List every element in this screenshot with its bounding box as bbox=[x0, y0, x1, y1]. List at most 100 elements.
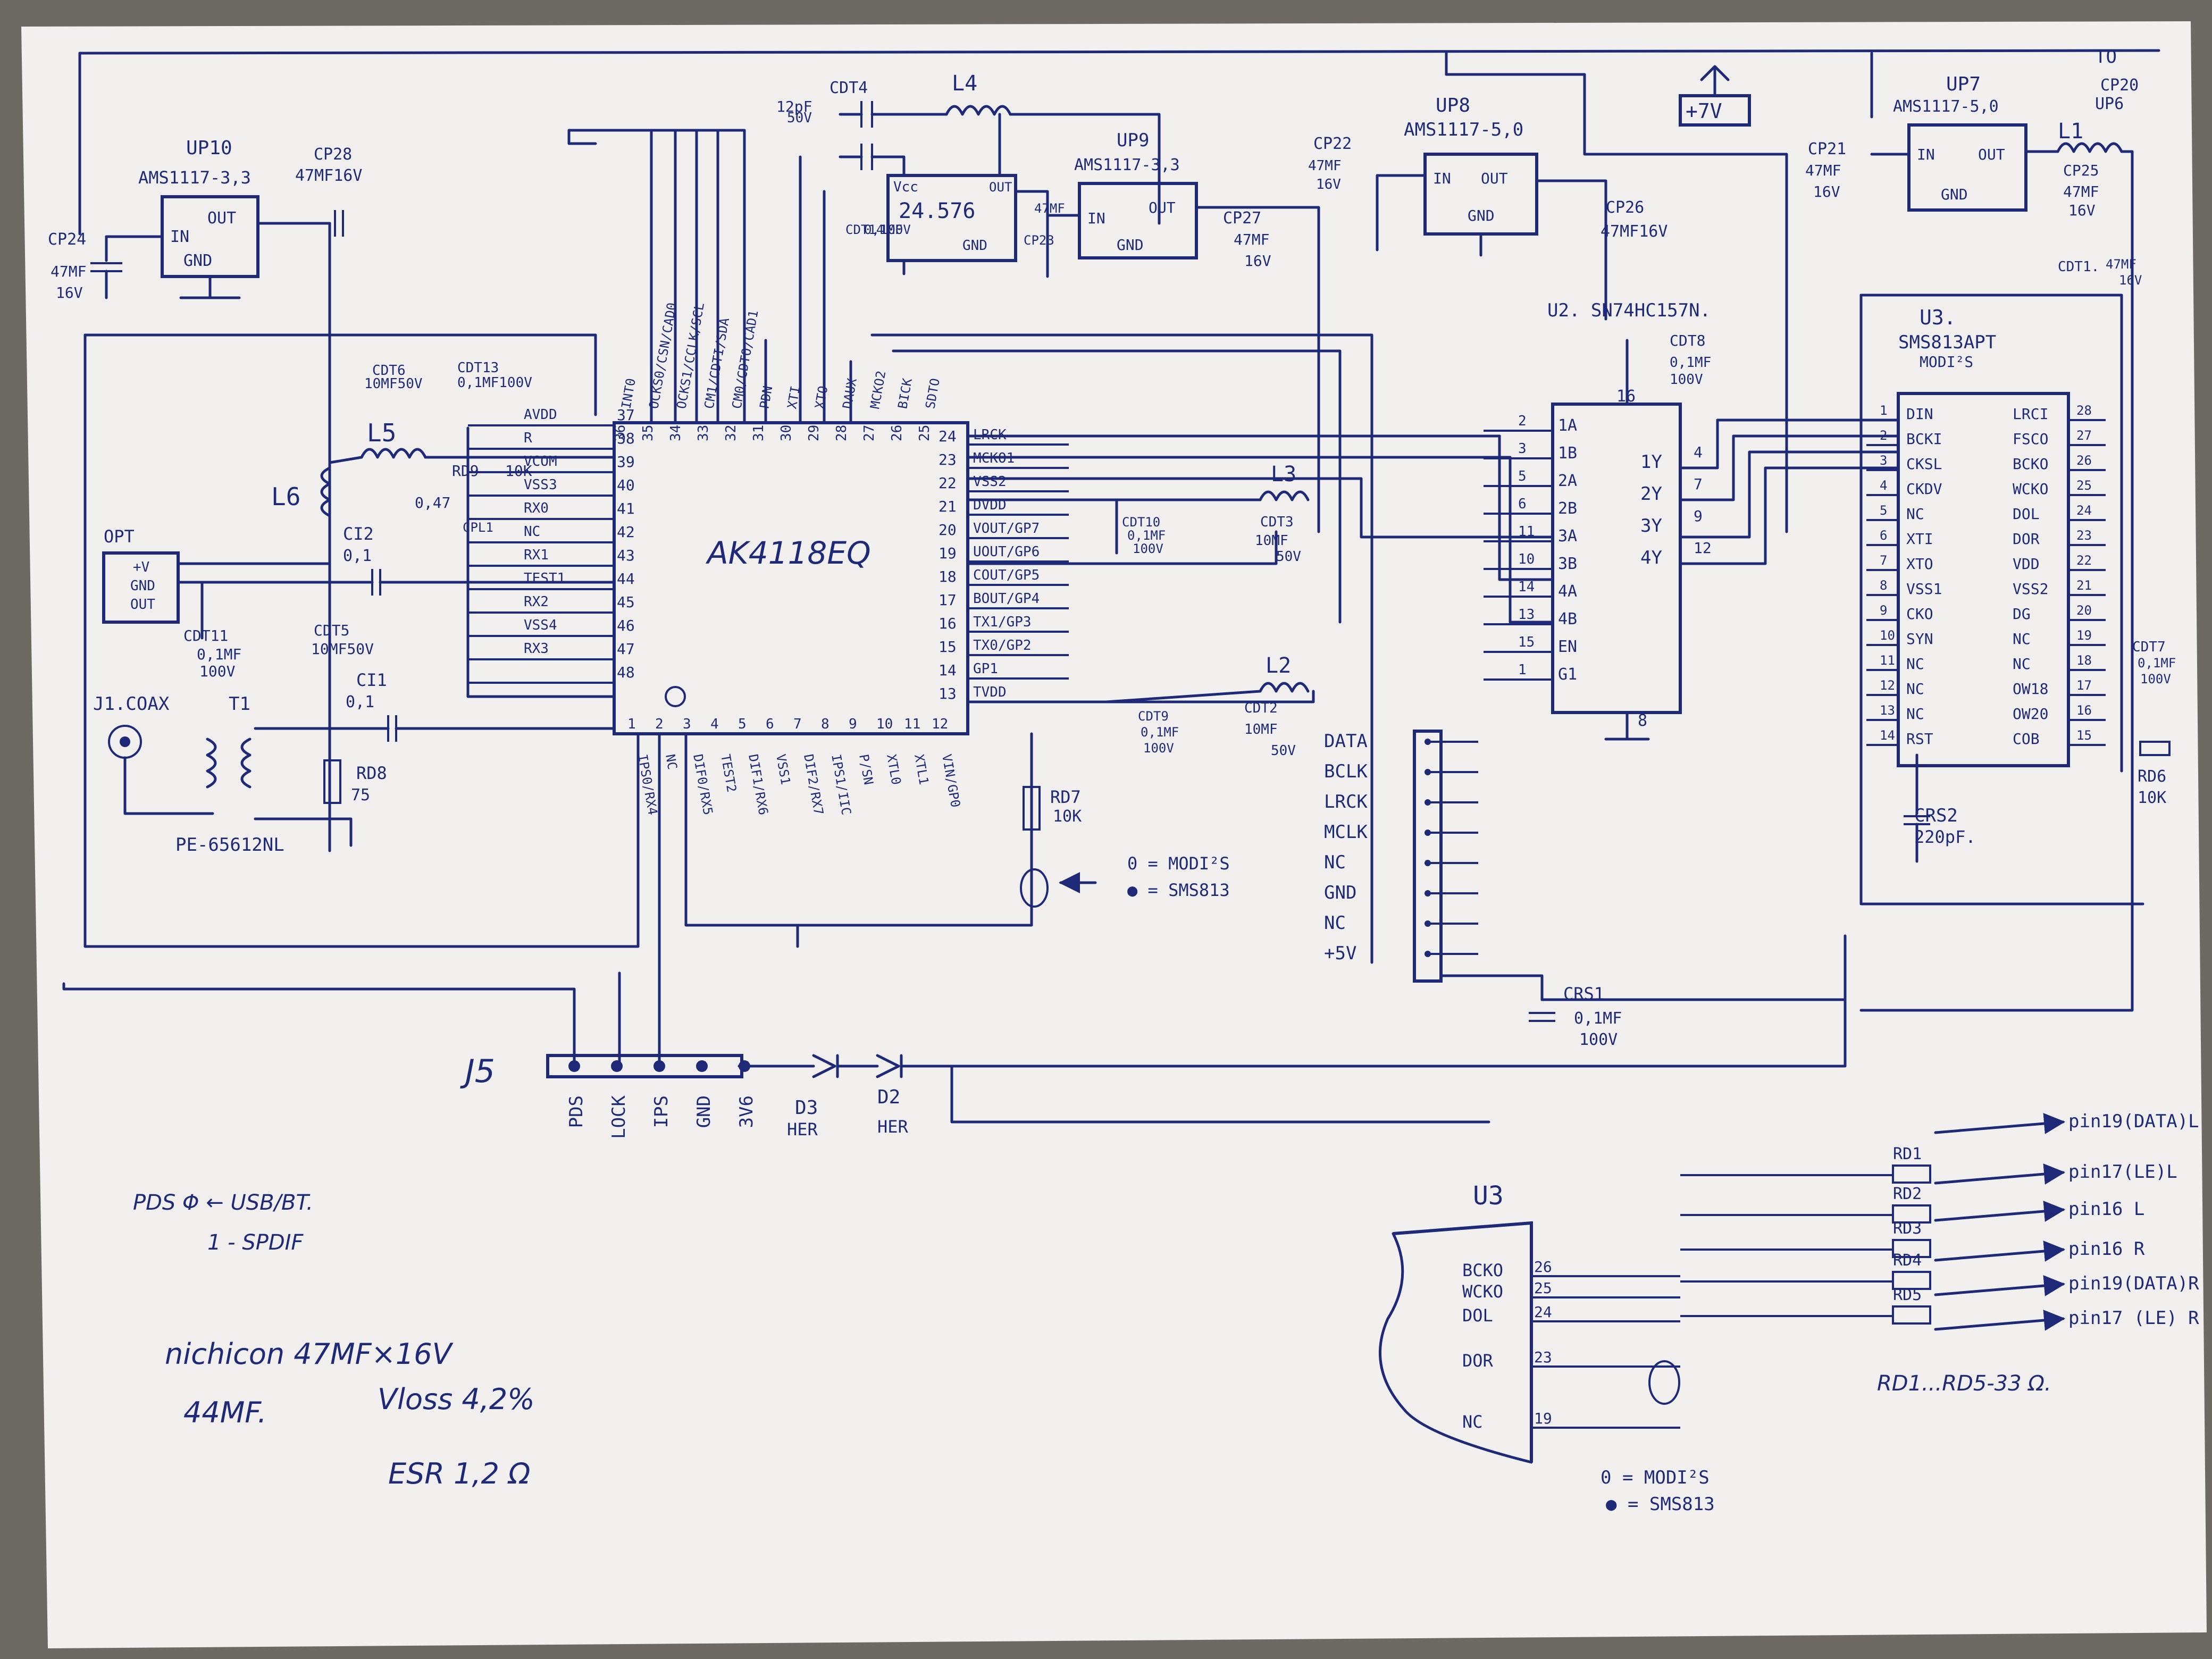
u3-pin-number: 12 bbox=[1880, 678, 1895, 693]
ak-pin-number: 31 bbox=[751, 425, 767, 441]
u3-mode: MODI²S bbox=[1920, 353, 1973, 371]
ak-pin-number: 33 bbox=[696, 425, 711, 441]
u3-pin-number: 21 bbox=[2076, 578, 2092, 593]
ak-pin-name: VOUT/GP7 bbox=[973, 521, 1040, 537]
opt-pin-gnd: GND bbox=[130, 578, 155, 594]
cp24-value: 47MF bbox=[51, 263, 86, 280]
u3-pin-number: 25 bbox=[2076, 478, 2092, 493]
cdt4-volt: 50V bbox=[787, 110, 812, 126]
u3-detail-pin-name: BCKO bbox=[1462, 1260, 1503, 1280]
cdt3-ref: CDT3 bbox=[1260, 514, 1294, 530]
cp21-volt: 16V bbox=[1813, 183, 1840, 200]
cdt11-ref: CDT11 bbox=[183, 627, 228, 644]
cdt13-ref: CDT13 bbox=[457, 360, 499, 376]
u3-pin-name: BCKI bbox=[1906, 430, 1942, 448]
u3-detail-output-label: pin16 L bbox=[2068, 1199, 2144, 1220]
ak-pin-number: 48 bbox=[617, 664, 635, 681]
ak-pin-number: 18 bbox=[939, 568, 957, 585]
cp23-ref: CP23 bbox=[1024, 233, 1054, 248]
rd8-ref: RD8 bbox=[356, 763, 387, 783]
ak-pin-number: 44 bbox=[617, 570, 635, 588]
ak-pin-number: 10 bbox=[876, 716, 893, 732]
cp27-volt: 16V bbox=[1244, 252, 1271, 270]
up9-ref: UP9 bbox=[1117, 130, 1149, 151]
u2-pin-name: 1A bbox=[1558, 416, 1577, 435]
u3-pin-number: 3 bbox=[1880, 453, 1887, 468]
up7-part: AMS1117-5,0 bbox=[1893, 97, 1999, 116]
u3-pin-number: 15 bbox=[2076, 728, 2092, 743]
cdt14-value: 0,1MF bbox=[864, 222, 902, 237]
u2-pin-number: 14 bbox=[1518, 579, 1535, 595]
u3-pin-number: 11 bbox=[1880, 653, 1895, 668]
ak-pin-name: RX0 bbox=[524, 500, 549, 516]
ci1-value: 0,1 bbox=[346, 693, 374, 711]
u3-pin-name: CKO bbox=[1906, 605, 1933, 623]
cdt1-value: 47MF bbox=[2106, 257, 2136, 272]
jumper-legend-open: 0 = MODI²S bbox=[1127, 853, 1230, 874]
ak-pin-name: TX0/GP2 bbox=[973, 638, 1032, 653]
ak-pin-number: 34 bbox=[668, 425, 684, 441]
j5-pin-label: IPS bbox=[651, 1095, 672, 1128]
ak-right-filters: L3 CDT10 0,1MF 100V CDT3 10MF 50V L2 CDT… bbox=[1020, 462, 1310, 908]
cdt2-volt: 50V bbox=[1271, 743, 1296, 759]
cdt14-ref: CDT14 bbox=[845, 222, 884, 237]
regulator-up10: UP10 AMS1117-3,3 IN OUT GND CP24 47MF 16… bbox=[48, 137, 362, 852]
ak-pin-number: 2 bbox=[655, 716, 664, 732]
ak-pin-number: 24 bbox=[939, 428, 957, 445]
u3-pin-number: 4 bbox=[1880, 478, 1887, 493]
ci2-ref: CI2 bbox=[343, 524, 374, 544]
up10-gnd: GND bbox=[183, 252, 212, 270]
u2-u3-interconnect bbox=[1067, 418, 1900, 624]
rd9-value: 10K bbox=[505, 462, 532, 480]
ak-pin-name: NC bbox=[663, 753, 680, 770]
header-pin-label: LRCK bbox=[1324, 791, 1368, 812]
cdt7-volt: 100V bbox=[2140, 672, 2171, 686]
cdt8-volt: 100V bbox=[1670, 372, 1703, 388]
j5-pin-label: PDS bbox=[566, 1095, 587, 1128]
ak-pin-name: RX1 bbox=[524, 547, 549, 563]
label-to: TO bbox=[2095, 46, 2117, 68]
cdt7-ref: CDT7 bbox=[2132, 639, 2166, 655]
rd6-ref: RD6 bbox=[2138, 767, 2166, 786]
ak-pin-number: 13 bbox=[939, 685, 957, 702]
u2-pin-name: 3A bbox=[1558, 527, 1577, 546]
note-pds-line1: PDS Φ ← USB/BT. bbox=[133, 1191, 313, 1215]
u3-pin-name: DOL bbox=[2013, 505, 2040, 523]
u2-pin-name: 3B bbox=[1558, 555, 1577, 573]
note-pds-line2: 1 - SPDIF bbox=[207, 1230, 304, 1255]
u2-pin-number: 13 bbox=[1518, 607, 1535, 623]
jumper-legend-filled: ● = SMS813 bbox=[1127, 880, 1230, 900]
ak-pin-name: TEST1 bbox=[524, 571, 565, 586]
cdt10-value: 0,1MF bbox=[1127, 528, 1166, 543]
u2-pin-number: 2 bbox=[1518, 413, 1527, 429]
u2-pin-number: 4 bbox=[1694, 443, 1703, 461]
ak-pin-number: 47 bbox=[617, 640, 635, 658]
cp20-value: UP6 bbox=[2095, 95, 2124, 113]
u3-part: SMS813APT bbox=[1898, 332, 1996, 353]
plus7v-indicator: +7V bbox=[1679, 65, 1751, 127]
top-power-rail: TO bbox=[78, 46, 2160, 236]
crs1-value: 0,1MF bbox=[1574, 1009, 1622, 1028]
l5-ref: L5 bbox=[367, 418, 396, 447]
cdt11-volt: 100V bbox=[199, 663, 236, 680]
u3-pin-name: BCKO bbox=[2013, 455, 2048, 473]
ak-pin-number: 20 bbox=[939, 521, 957, 539]
u2-pin-name: 4B bbox=[1558, 610, 1577, 629]
u3-pin-number: 23 bbox=[2076, 528, 2092, 543]
u3-detail-output-label: pin16 R bbox=[2068, 1238, 2145, 1260]
u2-pin-name: G1 bbox=[1558, 665, 1577, 684]
u3-pin-name: VSS2 bbox=[2013, 580, 2048, 598]
u3-pin-name: CKDV bbox=[1906, 480, 1942, 498]
rd8-value: 75 bbox=[351, 786, 370, 805]
opt-ref: OPT bbox=[104, 526, 135, 547]
cdt4-value: 12pF bbox=[776, 98, 812, 115]
u3-detail-pin-name: NC bbox=[1462, 1412, 1483, 1432]
l3-ref: L3 bbox=[1271, 462, 1296, 487]
u3-detail-output-label: pin17(LE)L bbox=[2068, 1161, 2177, 1183]
cdt5-value: 10MF50V bbox=[311, 640, 374, 658]
